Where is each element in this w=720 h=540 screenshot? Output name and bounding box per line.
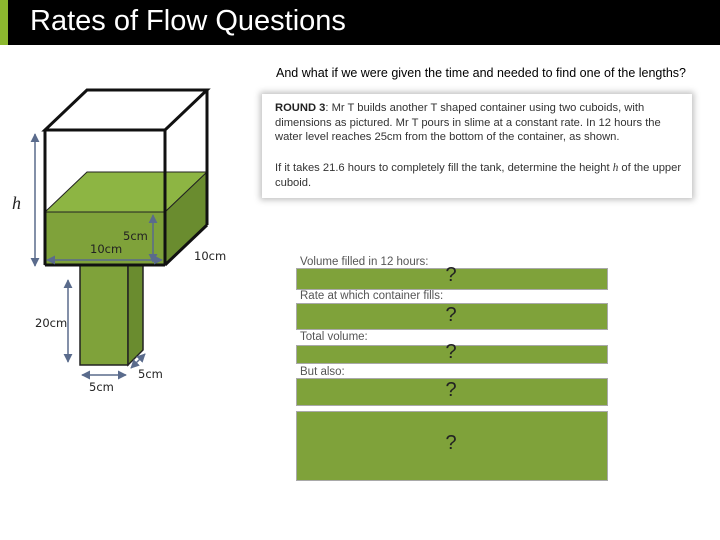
slide-title: Rates of Flow Questions: [30, 5, 346, 37]
question-paragraph-1: ROUND 3: Mr T builds another T shaped co…: [275, 101, 685, 145]
round-label: ROUND 3: [275, 102, 326, 114]
question-box: ROUND 3: Mr T builds another T shaped co…: [262, 94, 692, 198]
label-top-depth: 5cm: [123, 229, 148, 243]
answer-but-also: ?: [445, 379, 457, 401]
row-label-total: Total volume:: [300, 331, 368, 343]
answer-volume: ?: [445, 264, 457, 286]
label-top-width: 10cm: [90, 242, 122, 256]
box-top-edges: [41, 88, 211, 132]
answer-box-volume[interactable]: [296, 268, 608, 290]
slide-subtitle: And what if we were given the time and n…: [276, 66, 686, 80]
answer-total: ?: [445, 341, 457, 363]
question-text-2b: of the upper cuboid.: [275, 162, 682, 189]
answer-box-rate[interactable]: [296, 303, 608, 330]
row-label-volume: Volume filled in 12 hours:: [300, 256, 429, 268]
stem-front: [79, 264, 129, 366]
label-h: h: [12, 193, 21, 213]
question-text-2a: If it takes 21.6 hours to completely fil…: [275, 162, 613, 174]
title-bar: Rates of Flow Questions: [0, 0, 720, 45]
label-stem-width: 5cm: [89, 380, 114, 394]
question-variable: h: [612, 162, 619, 174]
row-label-rate: Rate at which container fills:: [300, 290, 444, 302]
answer-box-final[interactable]: [296, 411, 608, 481]
stem-side: [127, 248, 144, 367]
stem-depth-arrow: [130, 353, 146, 369]
row-label-but-also: But also:: [300, 366, 345, 378]
label-stem-height: 20cm: [35, 316, 67, 330]
label-top-right-width: 10cm: [194, 249, 226, 263]
answer-rate: ?: [445, 304, 457, 326]
question-paragraph-2: If it takes 21.6 hours to completely fil…: [275, 161, 685, 190]
answer-final: ?: [445, 432, 457, 454]
answer-box-total[interactable]: [296, 345, 608, 364]
label-stem-depth: 5cm: [138, 367, 163, 381]
title-accent: [0, 0, 8, 45]
question-text-1: : Mr T builds another T shaped container…: [275, 102, 661, 144]
answer-box-but-also[interactable]: [296, 378, 608, 406]
container-diagram: h 5cm 10cm 10cm 20cm 5cm 5cm: [12, 88, 226, 394]
